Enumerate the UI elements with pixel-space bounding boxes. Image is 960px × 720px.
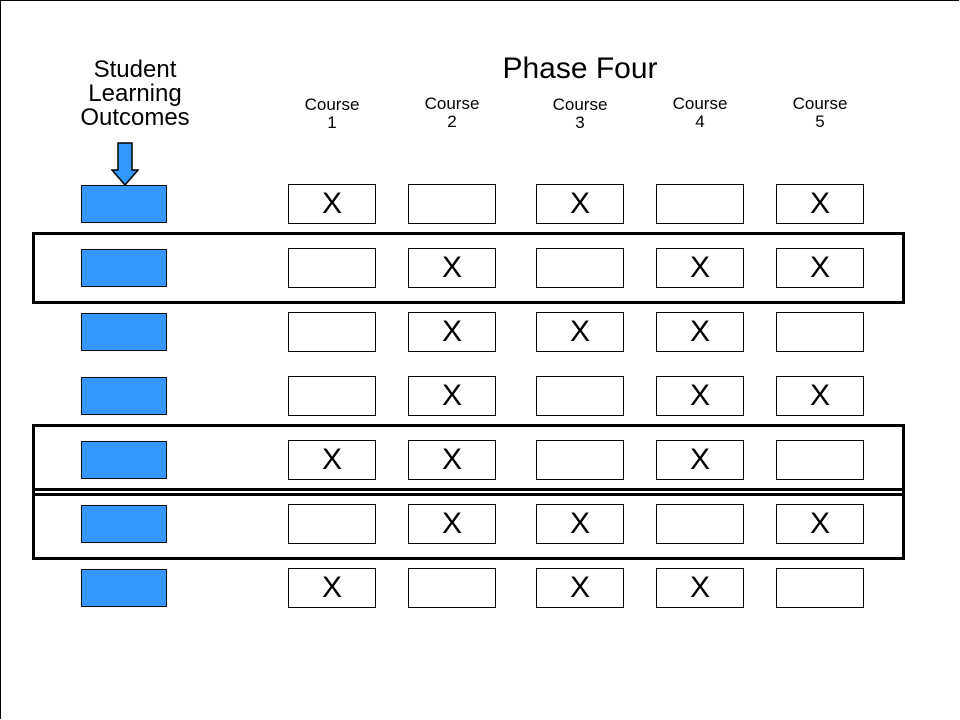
course-header-word: Course	[304, 95, 360, 114]
outcome-box	[81, 313, 167, 351]
matrix-cell	[408, 568, 496, 608]
slo-heading-line: Outcomes	[80, 104, 190, 131]
matrix-cell: X	[536, 568, 624, 608]
matrix-cell	[776, 568, 864, 608]
course-header-number: 2	[447, 112, 457, 131]
course-header-number: 4	[695, 112, 705, 131]
matrix-cell	[776, 312, 864, 352]
matrix-cell: X	[408, 248, 496, 288]
highlight-frame	[32, 424, 905, 496]
matrix-cell	[536, 248, 624, 288]
course-header-number: 1	[327, 113, 337, 132]
matrix-cell: X	[536, 504, 624, 544]
matrix-cell	[656, 504, 744, 544]
outcome-box	[81, 249, 167, 287]
course-header-number: 5	[815, 112, 825, 131]
course-header-word: Course	[424, 94, 480, 113]
course-header-word: Course	[792, 94, 848, 113]
matrix-cell	[656, 184, 744, 224]
matrix-cell	[288, 312, 376, 352]
matrix-cell: X	[536, 312, 624, 352]
course-header-word: Course	[552, 95, 608, 114]
matrix-cell	[536, 440, 624, 480]
matrix-cell: X	[656, 440, 744, 480]
outcome-box	[81, 569, 167, 607]
matrix-cell: X	[656, 376, 744, 416]
course-header-number: 3	[575, 113, 585, 132]
matrix-cell: X	[288, 568, 376, 608]
outcome-box	[81, 377, 167, 415]
down-arrow-icon	[111, 142, 139, 186]
student-learning-outcomes-heading: Student Learning Outcomes	[60, 58, 210, 130]
matrix-cell: X	[536, 184, 624, 224]
highlight-frame	[32, 232, 905, 304]
matrix-cell	[408, 184, 496, 224]
course-header-2: Course 2	[407, 95, 497, 131]
matrix-cell: X	[408, 504, 496, 544]
matrix-cell: X	[776, 504, 864, 544]
matrix-cell: X	[656, 312, 744, 352]
matrix-cell: X	[408, 312, 496, 352]
course-header-3: Course 3	[535, 96, 625, 132]
course-header-4: Course 4	[655, 95, 745, 131]
matrix-cell: X	[776, 184, 864, 224]
outcome-box	[81, 505, 167, 543]
matrix-cell	[288, 248, 376, 288]
matrix-cell: X	[776, 248, 864, 288]
outcome-box	[81, 185, 167, 223]
course-header-word: Course	[672, 94, 728, 113]
matrix-cell	[288, 376, 376, 416]
matrix-cell: X	[288, 184, 376, 224]
matrix-cell	[288, 504, 376, 544]
matrix-cell: X	[288, 440, 376, 480]
highlight-frame	[32, 488, 905, 560]
slo-heading-line: Learning	[88, 80, 182, 107]
outcome-box	[81, 441, 167, 479]
matrix-cell	[536, 376, 624, 416]
matrix-cell: X	[408, 440, 496, 480]
matrix-cell	[776, 440, 864, 480]
matrix-cell: X	[656, 568, 744, 608]
phase-title: Phase Four	[502, 52, 658, 85]
matrix-cell: X	[408, 376, 496, 416]
matrix-cell: X	[776, 376, 864, 416]
course-header-1: Course 1	[287, 96, 377, 132]
course-header-5: Course 5	[775, 95, 865, 131]
matrix-cell: X	[656, 248, 744, 288]
slo-heading-line: Student	[93, 56, 177, 83]
